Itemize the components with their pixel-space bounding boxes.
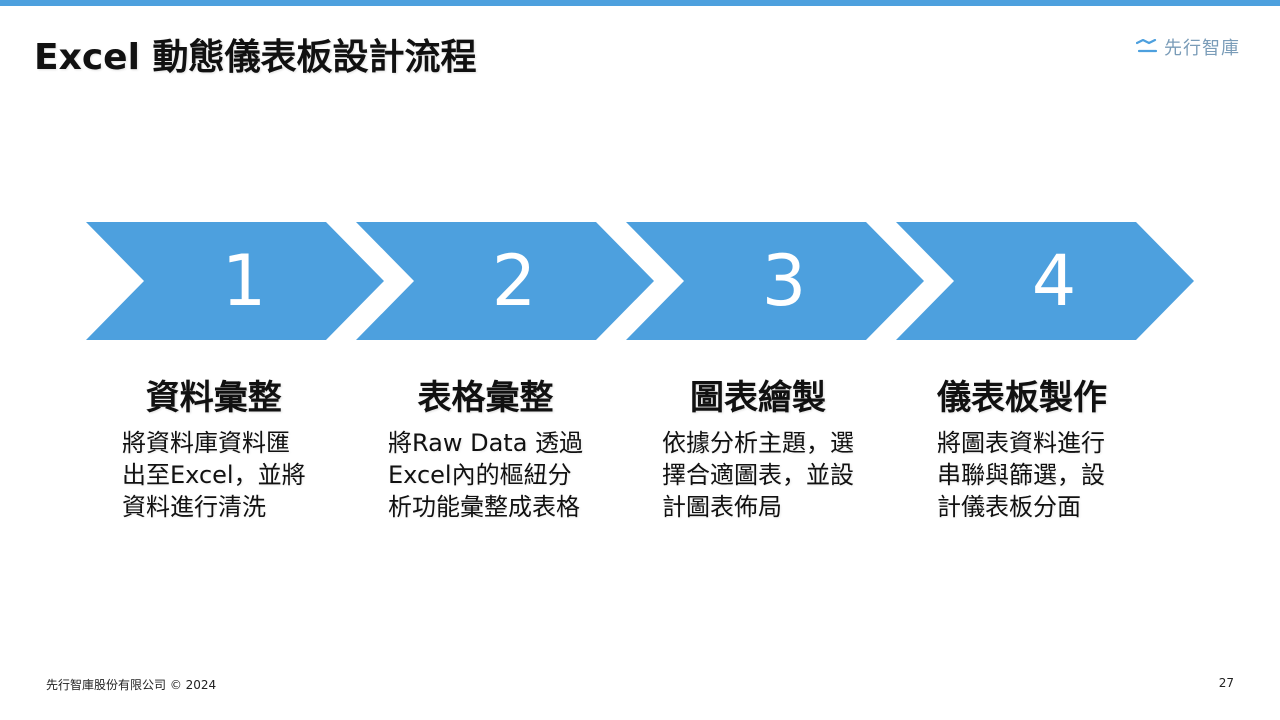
step-arrow-1: 1 [86,222,384,340]
step-1-desc-line: 將資料庫資料匯 [122,429,290,457]
brand-wave-icon [1136,39,1158,53]
step-4-heading: 儀表板製作 [937,378,1107,418]
step-arrow-2: 2 [356,222,654,340]
step-1-desc-line: 資料進行清洗 [122,493,266,521]
step-2-desc-line: 析功能彙整成表格 [388,493,580,521]
step-1-heading: 資料彙整 [145,378,282,418]
brand-name: 先行智庫 [1164,38,1240,59]
step-3-desc-line: 依據分析主題，選 [662,429,854,457]
top-accent-bar [0,0,1280,6]
step-arrow-3: 3 [626,222,924,340]
step-arrow-4: 4 [896,222,1194,340]
step-2-description: 將Raw Data 透過 Excel內的樞紐分 析功能彙整成表格 [388,427,583,523]
page-number: 27 [1218,676,1234,690]
footer-copyright: 先行智庫股份有限公司 © 2024 [46,678,217,692]
step-2-heading: 表格彙整 [417,378,554,418]
step-number-4: 4 [1032,240,1077,322]
slide-title: Excel 動態儀表板設計流程 [34,37,477,78]
step-3-heading: 圖表繪製 [690,378,826,418]
step-4-content: 儀表板製作 將圖表資料進行 串聯與篩選，設 計儀表板分面 [937,370,1107,523]
step-3-description: 依據分析主題，選 擇合適圖表，並設 計圖表佈局 [662,427,854,523]
step-2-content: 表格彙整 將Raw Data 透過 Excel內的樞紐分 析功能彙整成表格 [388,370,583,523]
step-4-description: 將圖表資料進行 串聯與篩選，設 計儀表板分面 [937,427,1107,523]
step-4-desc-line: 將圖表資料進行 [937,429,1105,457]
chevron-1 [86,222,384,340]
step-4-desc-line: 串聯與篩選，設 [937,461,1105,489]
chevron-4 [896,222,1194,340]
step-1-content: 資料彙整 將資料庫資料匯 出至Excel，並將 資料進行清洗 [122,370,306,523]
step-2-desc-line: Excel內的樞紐分 [388,461,572,489]
step-3-desc-line: 擇合適圖表，並設 [662,461,854,489]
step-3-content: 圖表繪製 依據分析主題，選 擇合適圖表，並設 計圖表佈局 [662,370,854,523]
step-1-desc-line: 出至Excel，並將 [122,461,306,489]
step-number-2: 2 [492,240,537,322]
chevron-3 [626,222,924,340]
step-4-desc-line: 計儀表板分面 [937,493,1081,521]
step-3-desc-line: 計圖表佈局 [662,493,782,521]
step-number-3: 3 [762,240,807,322]
step-1-description: 將資料庫資料匯 出至Excel，並將 資料進行清洗 [122,427,306,523]
chevron-2 [356,222,654,340]
step-number-1: 1 [222,240,267,322]
step-2-desc-line: 將Raw Data 透過 [388,429,584,457]
brand: 先行智庫 [1136,34,1240,60]
